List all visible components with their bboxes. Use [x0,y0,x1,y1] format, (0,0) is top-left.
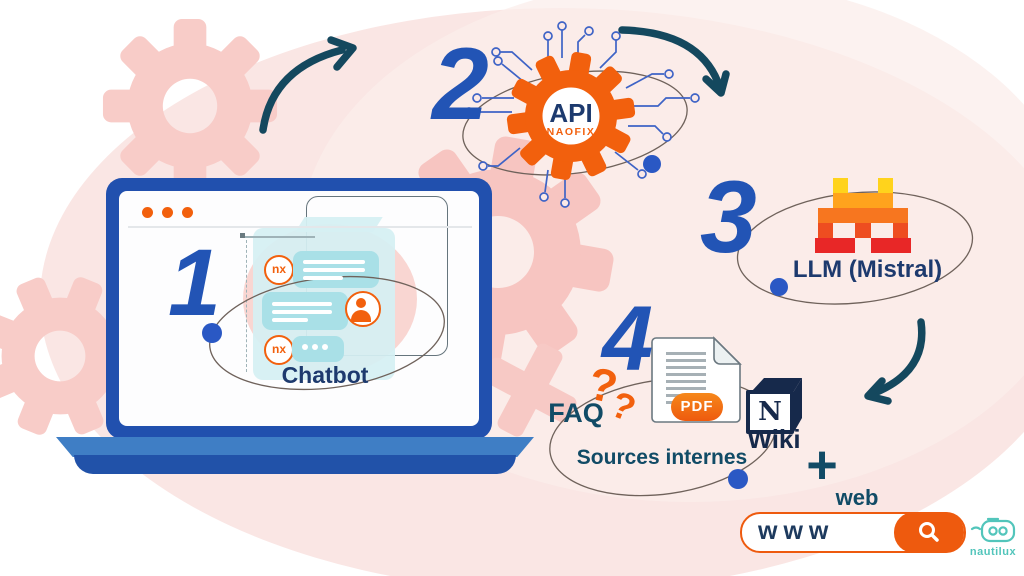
mistral-logo [815,178,911,253]
typing-bubble [292,336,344,362]
wireframe-line [243,236,315,238]
orbit-ellipse-llm [736,191,974,305]
typing-dot-icon [322,344,328,350]
sources-internes-caption: Sources internes [576,446,748,469]
arrow-step3-to-step4 [864,318,926,405]
chatbot-label: Chatbot [281,362,369,388]
window-dot-icon [142,207,153,218]
message-line [303,268,365,272]
arrow-step2-to-step3 [618,26,730,97]
window-divider [128,226,472,228]
typing-dot-icon [312,344,318,350]
arrow-step1-to-step2 [259,36,357,134]
nautilux-brand-name: nautilux [969,546,1017,558]
laptop-base-shadow [74,455,516,474]
search-text: www [758,517,835,545]
pdf-badge: PDF [671,393,723,421]
message-line [303,276,343,280]
typing-dot-icon [302,344,308,350]
message-line [303,260,365,264]
bot-avatar: nx [264,335,294,365]
nautilux-logo-icon [970,517,1016,543]
wireframe-anchor [240,233,245,238]
user-avatar-icon [356,298,366,308]
window-dot-icon [182,207,193,218]
search-button [894,512,964,553]
message-line [272,318,308,322]
api-title: API [549,98,593,128]
web-label: web [835,485,879,510]
search-icon [919,521,939,542]
api-subtitle: NAOFIX [546,126,596,138]
bot-avatar: nx [264,255,294,285]
llm-label: LLM (Mistral) [792,256,943,283]
step-number-1: 1 [168,230,221,336]
step-number-2: 2 [432,27,489,141]
orbit-dot [643,155,661,173]
message-line [272,310,332,314]
laptop-base [56,437,534,457]
step-number-3: 3 [700,160,757,274]
wireframe-dashed-line [246,240,247,372]
gear-icon [102,18,278,194]
window-dot-icon [162,207,173,218]
orbit-dot [728,469,748,489]
message-line [272,302,332,306]
